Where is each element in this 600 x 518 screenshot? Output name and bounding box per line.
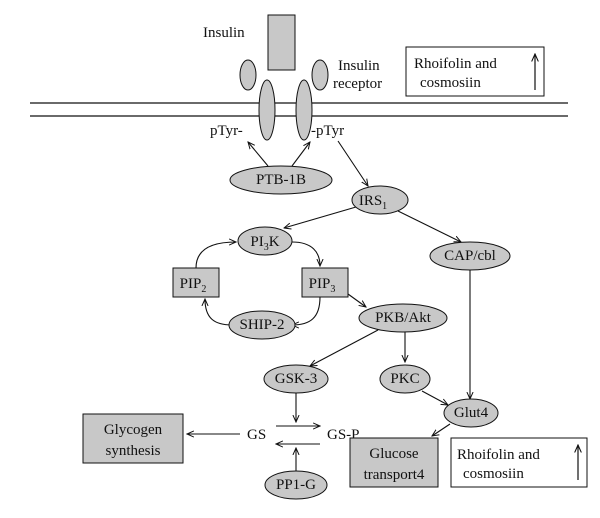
insulin-molecule xyxy=(267,14,296,71)
node-pkc-label: PKC xyxy=(390,371,419,387)
arrow-ptb1b-ptyr-right xyxy=(291,142,310,167)
gs-label: GS xyxy=(247,427,266,443)
node-pip2-label: PIP2 xyxy=(180,276,207,295)
arrow-ptyr-irs1 xyxy=(337,140,368,186)
node-pip3-label: PIP3 xyxy=(309,276,336,295)
insulin-receptor-label-line2: receptor xyxy=(333,76,382,92)
arrow-pip3-pkbakt xyxy=(347,293,366,307)
node-irs1-label: IRS1 xyxy=(359,193,387,212)
arrow-pi3k-pip3 xyxy=(291,241,320,266)
node-glut4-label: Glut4 xyxy=(454,405,489,421)
ptyr-right-label: -pTyr xyxy=(311,123,344,139)
output-glycogen-line1: Glycogen xyxy=(104,422,163,438)
arrow-irs1-capcbl xyxy=(397,210,461,242)
node-pkc xyxy=(379,364,431,394)
arrow-glut4-glucose xyxy=(432,423,451,436)
node-pkbakt xyxy=(358,303,448,333)
node-ship2-label: SHIP-2 xyxy=(239,317,284,333)
output-glucose-line1: Glucose xyxy=(369,446,418,462)
arrow-ptb1b-ptyr-left xyxy=(248,142,269,167)
effect-box-top-line1: Rhoifolin and xyxy=(414,56,497,72)
insulin-receptor-label-line1: Insulin xyxy=(338,58,380,74)
effect-box-top xyxy=(405,46,545,97)
node-capcbl-label: CAP/cbl xyxy=(444,248,496,264)
node-ptb1b xyxy=(229,165,333,195)
insulin-label: Insulin xyxy=(203,25,245,41)
arrow-pkc-glut4 xyxy=(421,390,448,405)
receptor-beta-right xyxy=(295,79,313,141)
node-pp1g xyxy=(264,470,328,500)
node-pi3k xyxy=(237,226,293,256)
arrow-pkbakt-gsk3 xyxy=(310,329,379,366)
ptyr-left-label: pTyr- xyxy=(210,123,243,139)
node-ship2 xyxy=(228,310,296,340)
effect-box-bottom-line2: cosmosiin xyxy=(463,466,524,482)
node-pip3 xyxy=(301,267,349,298)
arrow-pip2-pi3k xyxy=(195,242,236,269)
receptor-alpha-left xyxy=(239,59,257,91)
output-glycogen-line2: synthesis xyxy=(105,443,160,459)
effect-box-top-line2: cosmosiin xyxy=(420,75,481,91)
receptor-beta-left xyxy=(258,79,276,141)
node-pip2 xyxy=(172,267,220,298)
node-pp1g-label: PP1-G xyxy=(276,477,316,493)
arrow-ship2-pip2 xyxy=(205,299,233,326)
effect-box-bottom-line1: Rhoifolin and xyxy=(457,447,540,463)
output-glucose-line2: transport4 xyxy=(364,467,425,483)
arrow-irs1-pi3k xyxy=(284,206,357,228)
effect-box-bottom xyxy=(450,437,588,488)
node-gsk3-label: GSK-3 xyxy=(275,371,318,387)
node-ptb1b-label: PTB-1B xyxy=(256,172,306,188)
node-irs1 xyxy=(351,185,409,215)
node-glut4 xyxy=(443,398,499,428)
node-pkbakt-label: PKB/Akt xyxy=(375,310,432,326)
output-glycogen-synthesis xyxy=(82,413,184,464)
output-glucose-transport4 xyxy=(349,437,439,488)
node-pi3k-label: PI3K xyxy=(250,234,279,253)
receptor-alpha-right xyxy=(311,59,329,91)
arrow-pip3-ship2 xyxy=(292,296,321,325)
